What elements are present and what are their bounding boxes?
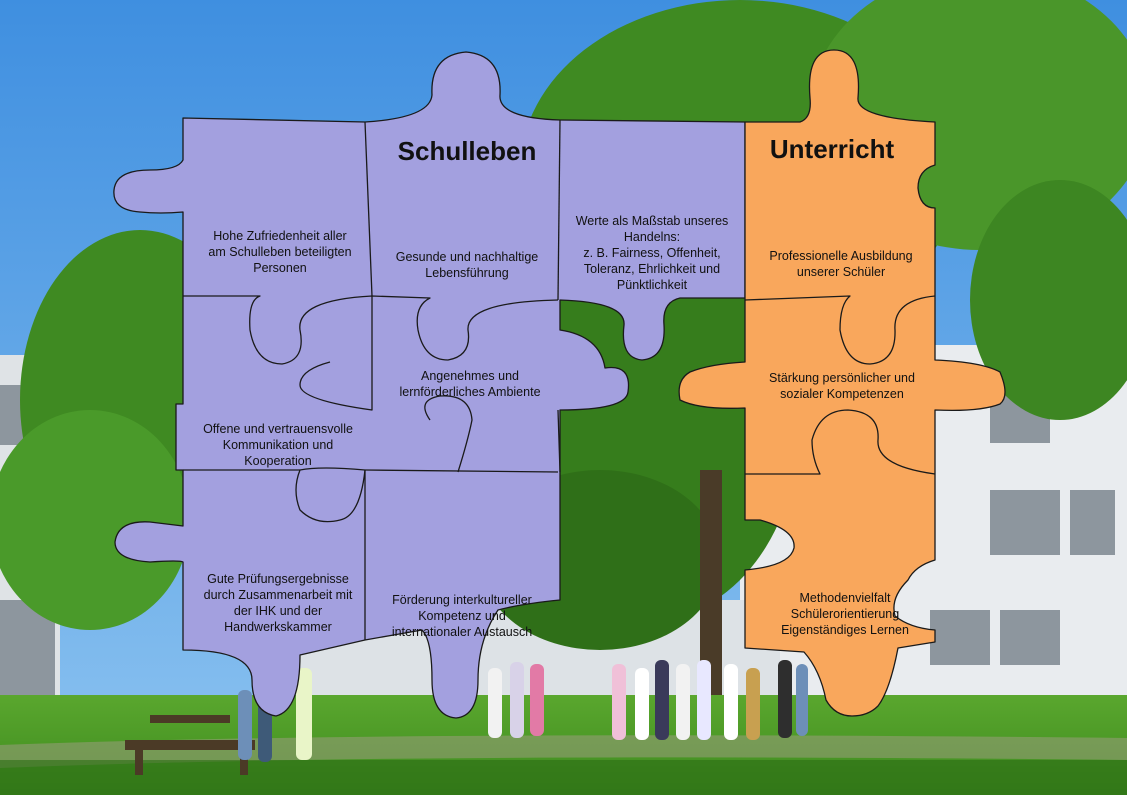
text-ambiente: Angenehmes und lernförderliches Ambiente (399, 369, 541, 399)
text-kompetenzen: Stärkung persönlicher und sozialer Kompe… (769, 371, 915, 401)
text-werte: Werte als Maßstab unseres Handelns: z. B… (575, 214, 729, 292)
tree-trunk (700, 470, 722, 710)
text-methoden: Methodenvielfalt Schülerorientierung Eig… (781, 591, 909, 637)
puzzle (113, 49, 1006, 719)
text-ausbildung: Professionelle Ausbildung unserer Schüle… (769, 249, 913, 279)
text-kommunikation: Offene und vertrauensvolle Kommunikation… (203, 422, 353, 468)
text-lebensfuehrung: Gesunde und nachhaltige Lebensführung (395, 250, 539, 280)
heading-schulleben: Schulleben (397, 136, 537, 166)
text-interkulturell: Förderung interkultureller Kompetenz und… (391, 593, 533, 639)
bench (125, 715, 255, 775)
heading-unterricht: Unterricht (769, 134, 895, 164)
puzzle-orange-region (678, 49, 1006, 717)
text-zufriedenheit: Hohe Zufriedenheit aller am Schulleben b… (208, 229, 352, 275)
shadow (0, 760, 1127, 795)
puzzle-lilac-region (113, 51, 746, 719)
text-pruefung: Gute Prüfungsergebnisse durch Zusammenar… (203, 572, 353, 634)
puzzle-seams (183, 119, 936, 640)
students-group (238, 660, 808, 762)
